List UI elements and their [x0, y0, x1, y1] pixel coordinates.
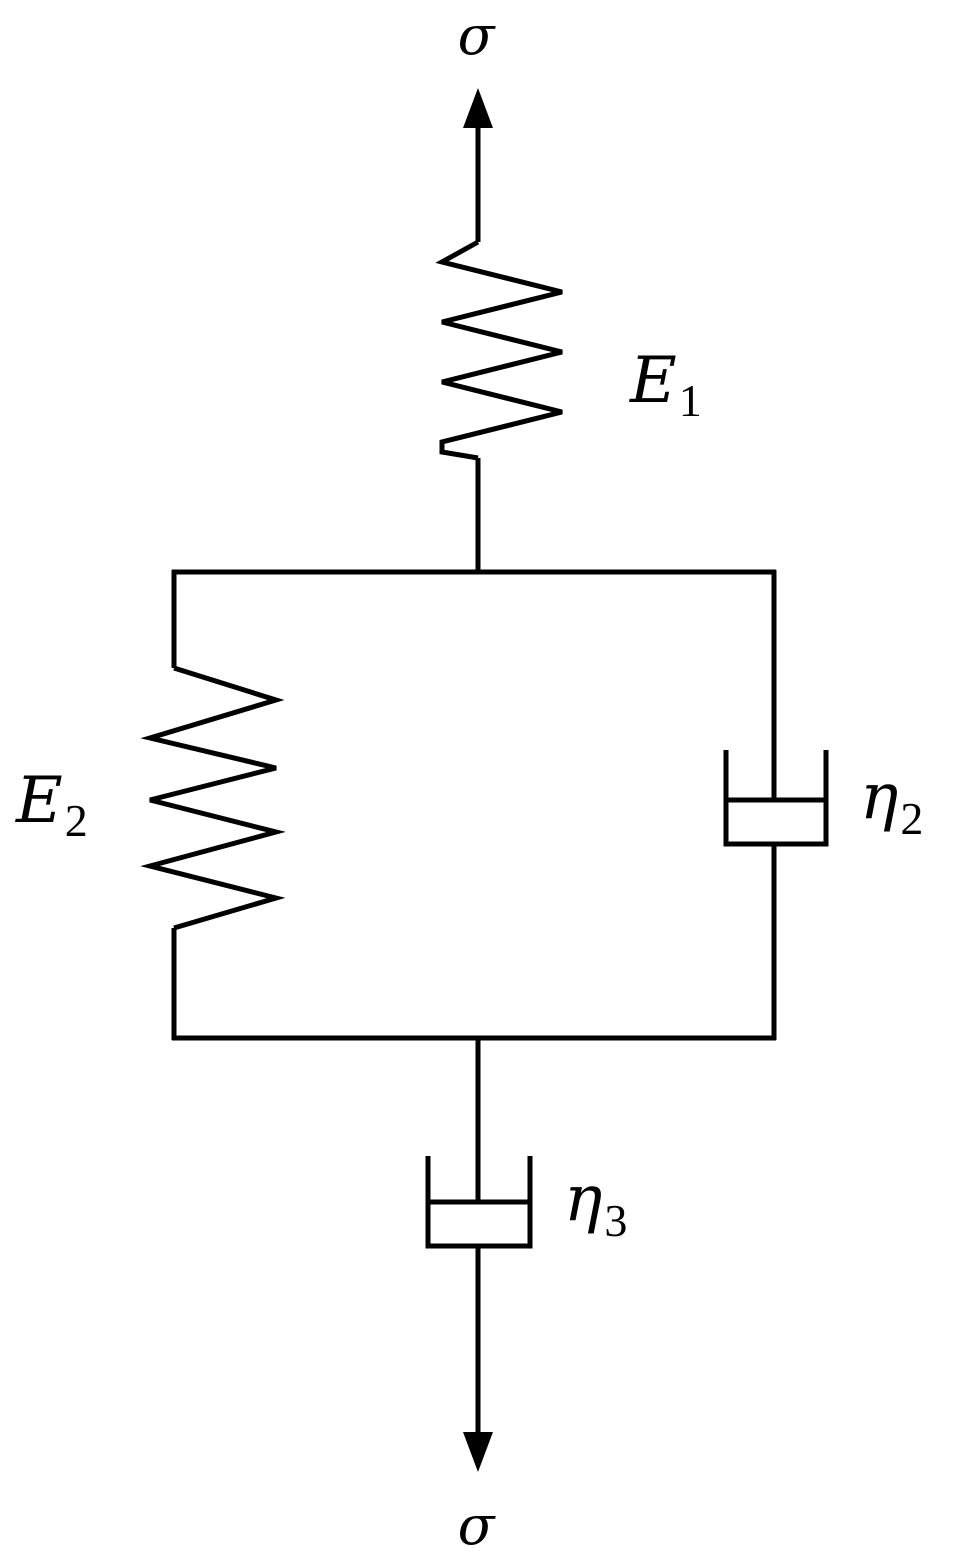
bottom-stress-arrow: [463, 1246, 493, 1472]
spring-e1: [435, 239, 563, 461]
top-arrowhead: [463, 88, 493, 128]
label-e1: E1: [629, 344, 702, 426]
spring-e2: [140, 665, 286, 931]
label-eta3: η3: [564, 1162, 627, 1246]
top-stress-arrow: [463, 88, 493, 242]
parallel-block: [140, 569, 829, 1041]
label-e2: E2: [15, 764, 88, 846]
label-sigma-top: σ: [458, 4, 497, 67]
label-sigma-bottom: σ: [458, 1494, 497, 1557]
label-eta2: η2: [860, 760, 923, 844]
bottom-arrowhead: [463, 1432, 493, 1472]
